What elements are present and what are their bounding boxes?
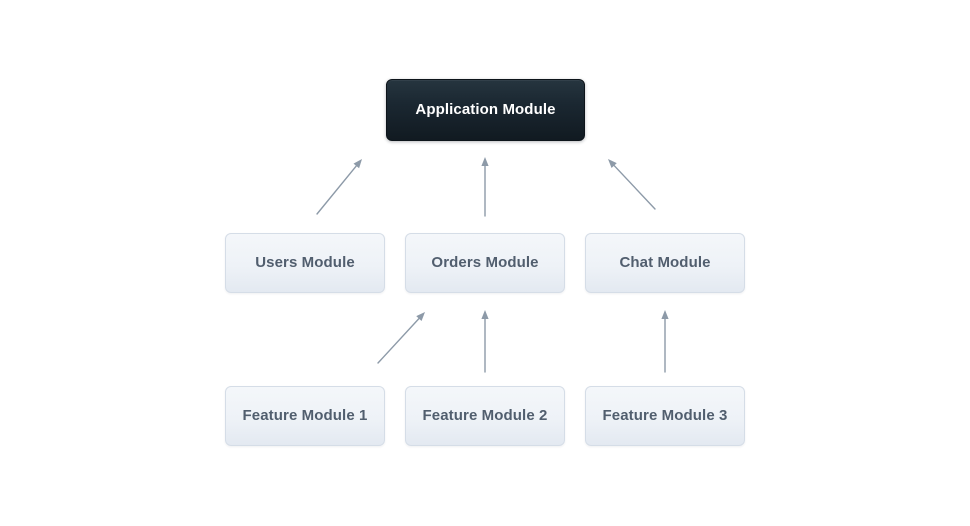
node-feature-module-1[interactable]: Feature Module 1 (225, 386, 385, 446)
edge-chat-to-application (608, 159, 656, 210)
node-label: Feature Module 2 (422, 407, 548, 424)
edge-feature2-to-orders (481, 310, 489, 373)
edge-feature1-to-orders (377, 312, 425, 364)
node-feature-module-2[interactable]: Feature Module 2 (405, 386, 565, 446)
node-users-module[interactable]: Users Module (225, 233, 385, 293)
node-label: Users Module (255, 254, 355, 271)
node-label: Chat Module (619, 254, 711, 271)
node-label: Application Module (415, 101, 556, 118)
node-label: Feature Module 3 (602, 407, 728, 424)
edge-orders-to-application (481, 157, 489, 217)
node-feature-module-3[interactable]: Feature Module 3 (585, 386, 745, 446)
node-label: Orders Module (431, 254, 539, 271)
edge-users-to-application (316, 159, 362, 215)
node-orders-module[interactable]: Orders Module (405, 233, 565, 293)
node-label: Feature Module 1 (242, 407, 368, 424)
node-application-module[interactable]: Application Module (386, 79, 585, 141)
edge-feature3-to-chat (661, 310, 669, 373)
node-chat-module[interactable]: Chat Module (585, 233, 745, 293)
